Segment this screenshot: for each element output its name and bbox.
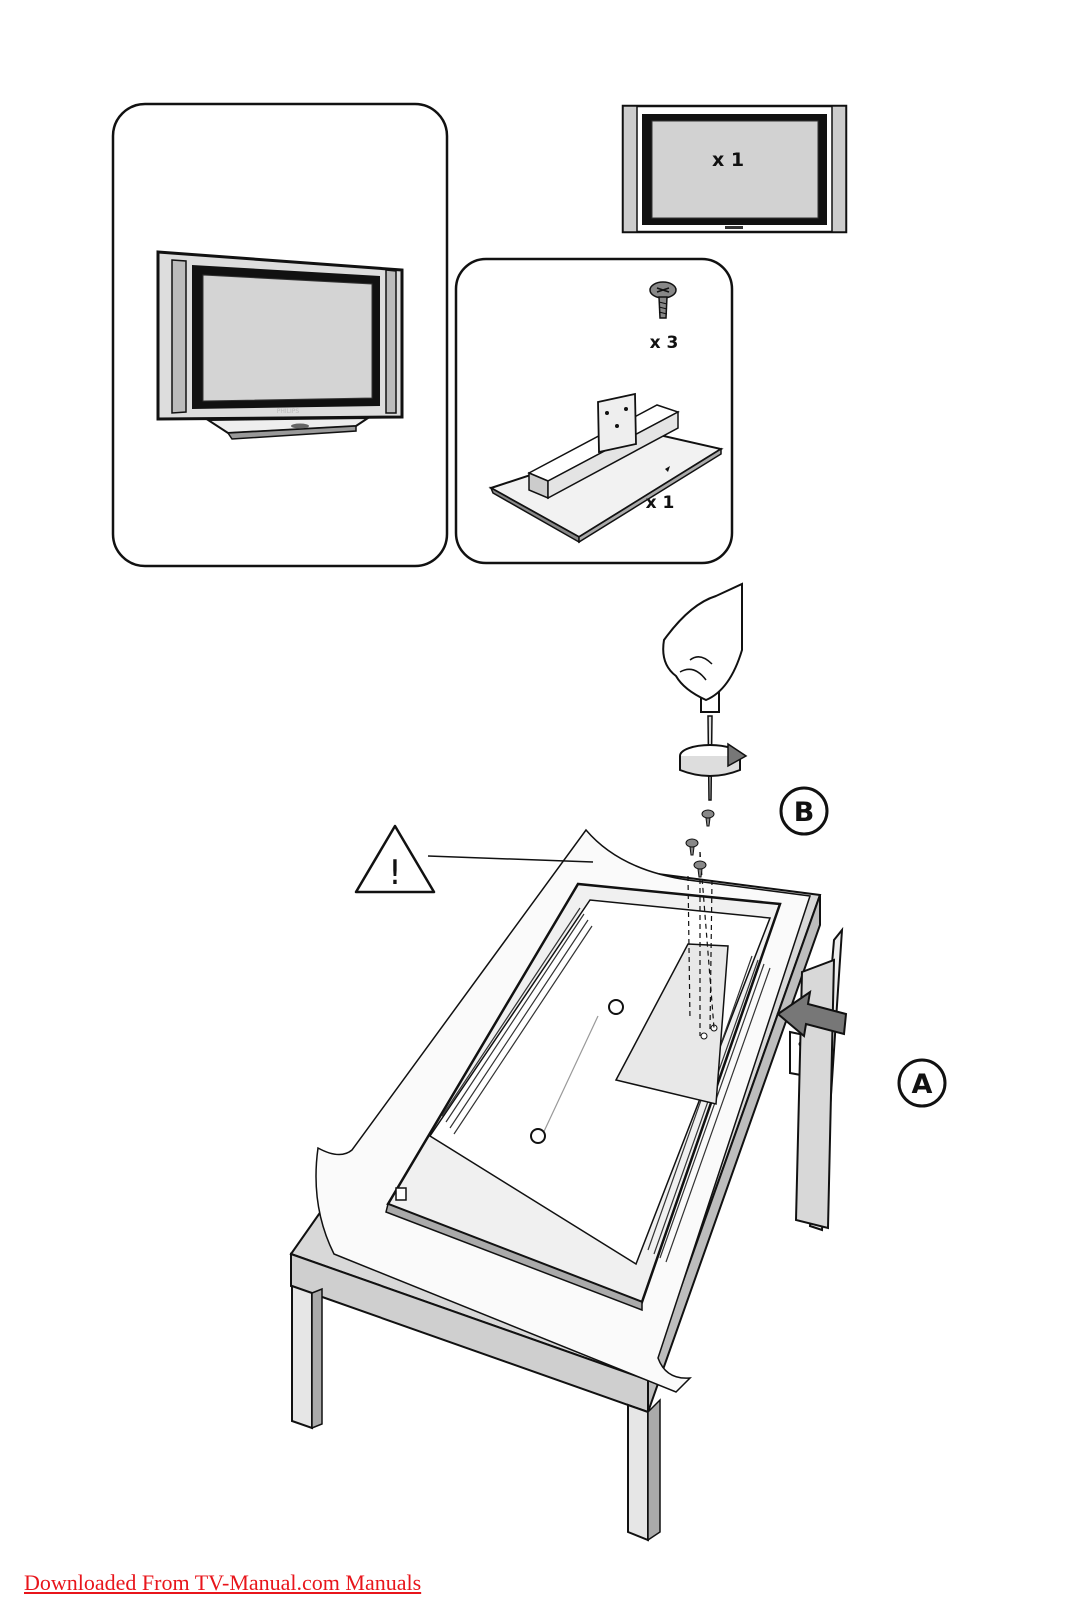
stand-base-icon — [488, 392, 724, 544]
screw-icon — [701, 809, 715, 827]
tv-quantity-label: x 1 — [712, 149, 744, 171]
assembly-illustration — [289, 582, 848, 1542]
footer-download-link[interactable]: Downloaded From TV-Manual.com Manuals — [24, 1570, 422, 1595]
warning-leader-line — [427, 855, 594, 863]
tv-back-illustration — [385, 882, 782, 1312]
screw-quantity-label: x 3 — [650, 333, 679, 353]
stand-quantity-label: x 1 — [646, 493, 675, 513]
stand-parts-panel: x 3 x 1 — [454, 257, 734, 565]
insert-arrow-icon — [776, 989, 848, 1038]
screw-guide-lines — [687, 851, 715, 1036]
assembled-tv-illustration: PHILIPS — [156, 250, 404, 440]
callout-b-label: B — [794, 797, 815, 828]
tv-brand-logo: PHILIPS — [277, 408, 300, 415]
callout-a-badge: A — [897, 1058, 947, 1108]
callout-b-badge: B — [779, 786, 829, 836]
screw-icon — [685, 838, 699, 856]
callout-a-label: A — [912, 1069, 933, 1100]
screw-icon — [693, 860, 707, 878]
assembled-tv-panel: PHILIPS — [111, 102, 449, 568]
warning-icon: ! — [354, 824, 436, 894]
screw-icon — [649, 281, 677, 319]
warning-mark: ! — [388, 853, 402, 893]
rotate-arrow-icon — [679, 742, 748, 777]
hand-illustration — [662, 582, 743, 702]
tv-screen-part: x 1 — [621, 104, 848, 234]
